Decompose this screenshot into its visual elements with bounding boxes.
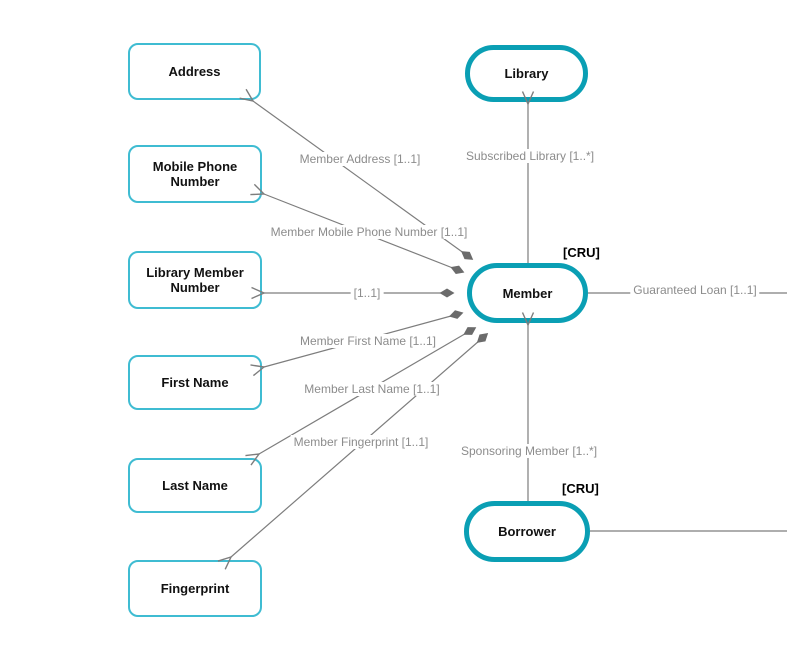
attribute-address-label: Address (168, 64, 221, 79)
entity-member[interactable]: Member (467, 263, 588, 323)
edge-label-subscribed-library[interactable]: Subscribed Library [1..*] (462, 149, 598, 163)
attribute-library-member-number[interactable]: Library Member Number (128, 251, 262, 309)
edge-label-library-member-number[interactable]: [1..1] (350, 286, 384, 300)
edge-label-member-first-name[interactable]: Member First Name [1..1] (296, 334, 440, 348)
edge-label-member-last-name[interactable]: Member Last Name [1..1] (301, 382, 443, 396)
attribute-last-name-label: Last Name (162, 478, 228, 493)
member-cru-badge: [CRU] (563, 245, 600, 260)
edge-label-sponsoring-member[interactable]: Sponsoring Member [1..*] (457, 444, 601, 458)
attribute-fingerprint-label: Fingerprint (160, 581, 230, 596)
edge-label-member-address[interactable]: Member Address [1..1] (296, 152, 424, 166)
attribute-address[interactable]: Address (128, 43, 261, 100)
edge-label-member-fingerprint[interactable]: Member Fingerprint [1..1] (290, 435, 432, 449)
attribute-first-name-label: First Name (161, 375, 229, 390)
edge-label-member-mobile-phone-number[interactable]: Member Mobile Phone Number [1..1] (267, 225, 471, 239)
attribute-library-member-number-label: Library Member Number (146, 265, 244, 295)
entity-borrower-label: Borrower (498, 524, 556, 539)
attribute-mobile-phone-number-label: Mobile Phone Number (152, 159, 238, 189)
borrower-cru-badge: [CRU] (562, 481, 599, 496)
edge-label-guaranteed-loan[interactable]: Guaranteed Loan [1..1] (630, 283, 760, 297)
entity-member-label: Member (502, 285, 553, 301)
entity-library-label: Library (504, 66, 549, 81)
